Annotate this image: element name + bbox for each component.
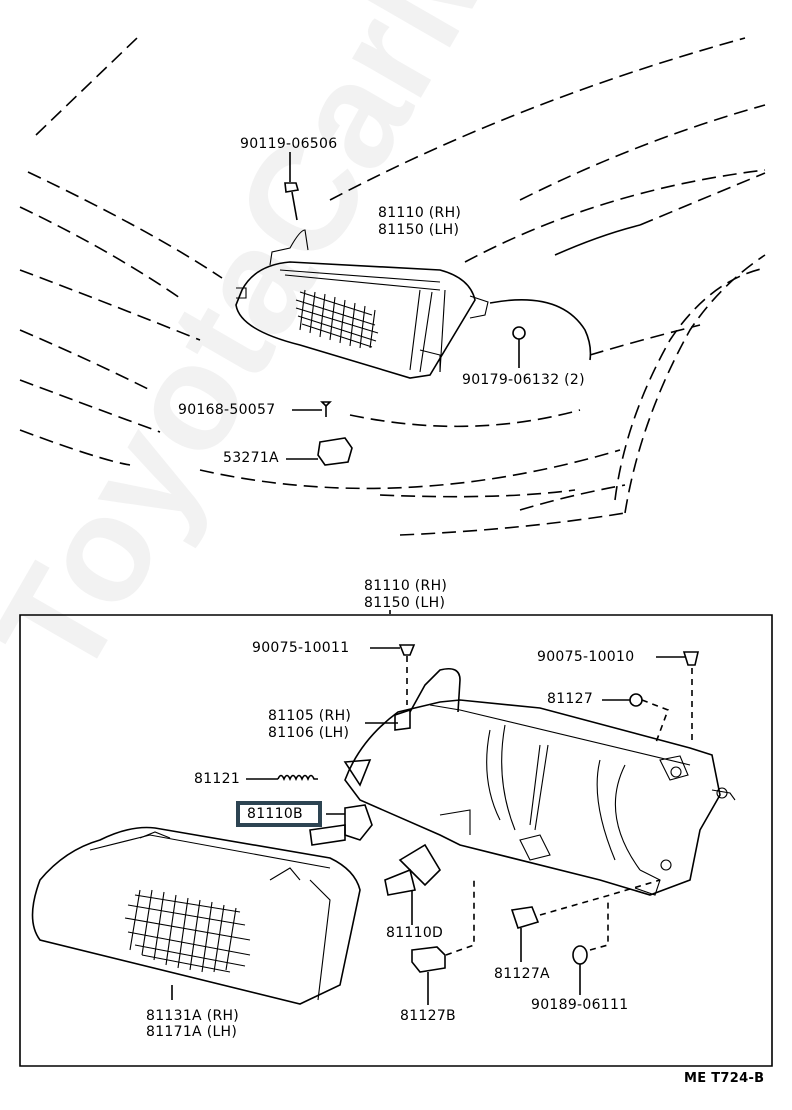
label-53271a: 53271A xyxy=(223,450,279,466)
label-81127b: 81127B xyxy=(400,1008,456,1024)
label-81131a-number: 81131A xyxy=(146,1008,202,1024)
label-90189-06111: 90189-06111 xyxy=(531,997,629,1013)
label-81110-rh-lower: 81110 (RH) xyxy=(364,578,448,594)
label-81127: 81127 xyxy=(547,691,594,707)
label-81110d: 81110D xyxy=(386,925,444,941)
label-90075-10010: 90075-10010 xyxy=(537,649,635,665)
car-body-outline xyxy=(19,37,766,536)
label-81110-rh-top: 81110 (RH) xyxy=(378,205,462,221)
label-81106-lh: 81106 (LH) xyxy=(268,725,350,741)
headlamp-housing-lower xyxy=(343,667,736,896)
lower-hardware xyxy=(246,644,700,1005)
highlight-box-81110b xyxy=(236,801,322,827)
label-81110b[interactable]: 81110B xyxy=(247,806,303,822)
label-90119-06506: 90119-06506 xyxy=(240,136,338,152)
label-81105-rh: 81105 (RH) xyxy=(268,708,352,724)
label-81131a: 81131A (RH) xyxy=(146,1008,239,1024)
diagram-code: ME T724-B xyxy=(684,1071,765,1086)
label-90179-06132: 90179-06132 (2) xyxy=(462,372,585,388)
label-81150-lh-top: 81150 (LH) xyxy=(378,222,460,238)
label-81127a: 81127A xyxy=(494,966,550,982)
headlamp-lens-lower xyxy=(31,826,361,1005)
lower-frame xyxy=(19,610,773,1067)
label-90075-10011: 90075-10011 xyxy=(252,640,350,656)
label-81171a-number: 81171A xyxy=(146,1024,202,1040)
label-81171a: 81171A (LH) xyxy=(146,1024,237,1040)
label-81171a-side: (LH) xyxy=(206,1024,238,1040)
label-81150-lh-lower: 81150 (LH) xyxy=(364,595,446,611)
label-90168-50057: 90168-50057 xyxy=(178,402,276,418)
label-81121: 81121 xyxy=(194,771,241,787)
headlamp-upper xyxy=(235,152,526,466)
label-81131a-side: (RH) xyxy=(206,1008,240,1024)
